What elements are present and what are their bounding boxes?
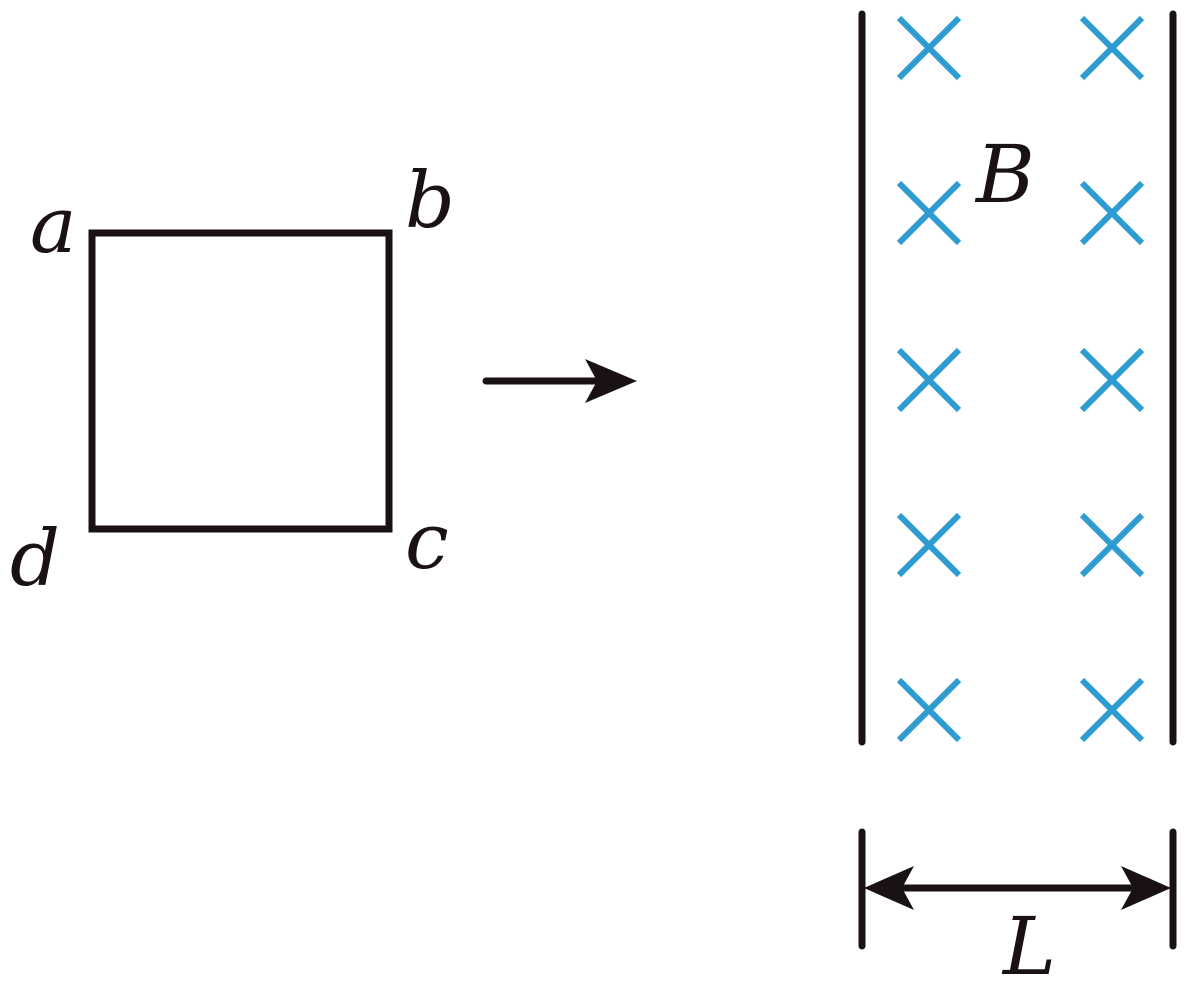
field-cross-mark <box>896 347 962 413</box>
field-cross-mark <box>896 677 962 743</box>
magnetic-field-marks <box>896 15 1145 743</box>
field-cross-mark <box>1079 512 1145 578</box>
corner-label-c: c <box>405 497 449 587</box>
width-dimension <box>858 828 1177 950</box>
field-cross-mark <box>1079 180 1145 246</box>
field-cross-mark <box>896 15 962 81</box>
field-cross-mark <box>1079 347 1145 413</box>
velocity-arrow <box>482 359 637 403</box>
field-cross-mark <box>1079 677 1145 743</box>
field-label: B <box>974 128 1035 221</box>
width-label: L <box>1001 900 1056 987</box>
corner-label-b: b <box>405 156 455 246</box>
corner-label-a: a <box>30 181 77 271</box>
field-cross-mark <box>1079 15 1145 81</box>
corner-label-d: d <box>10 514 60 604</box>
field-cross-mark <box>896 512 962 578</box>
field-cross-mark <box>896 180 962 246</box>
square-loop <box>88 229 393 533</box>
